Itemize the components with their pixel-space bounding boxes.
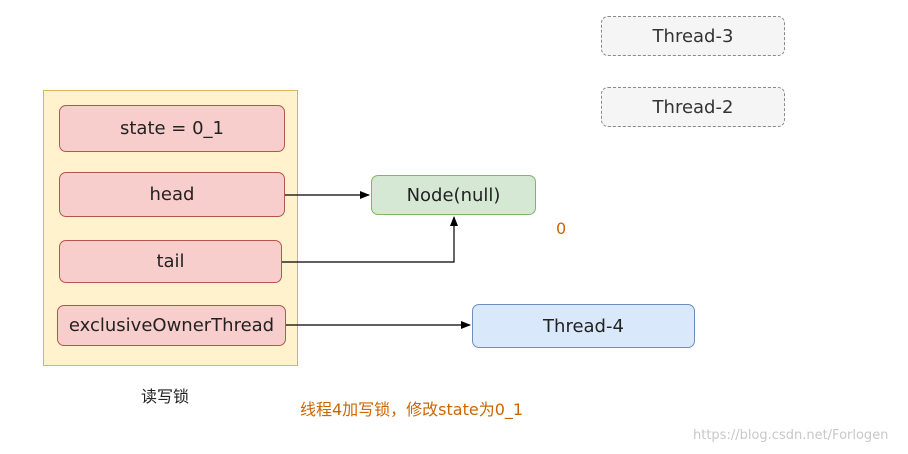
- thread-3-node: Thread-3: [601, 16, 785, 56]
- exclusive-owner-thread-field: exclusiveOwnerThread: [57, 305, 286, 346]
- watermark: https://blog.csdn.net/Forlogen: [693, 428, 889, 443]
- head-field: head: [59, 172, 285, 217]
- description-note: 线程4加写锁，修改state为0_1: [300, 400, 524, 419]
- null-node: Node(null): [371, 175, 536, 215]
- state-field: state = 0_1: [59, 105, 285, 152]
- thread-4-node: Thread-4: [472, 304, 695, 348]
- lock-caption: 读写锁: [141, 387, 190, 406]
- tail-to-node-arrow: [282, 216, 458, 263]
- tail-field: tail: [59, 240, 282, 283]
- queue-count-label: 0: [556, 219, 567, 238]
- thread-2-node: Thread-2: [601, 87, 785, 127]
